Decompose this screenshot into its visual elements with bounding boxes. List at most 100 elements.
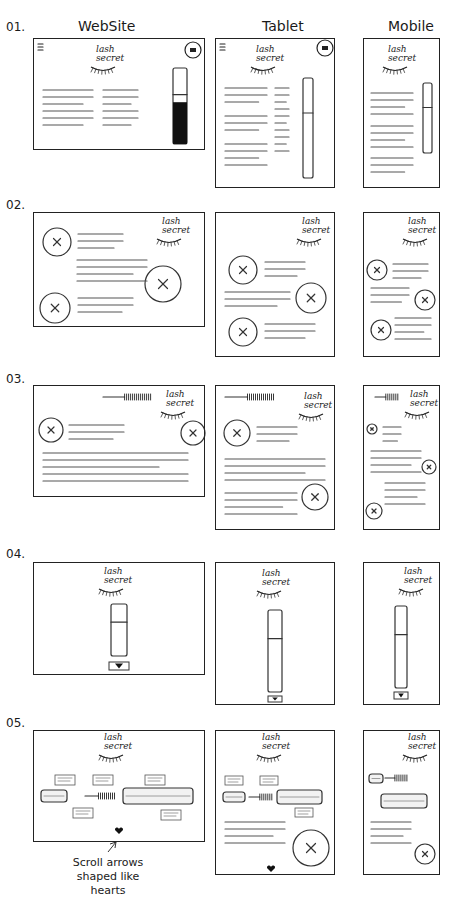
sketch-stroke	[225, 821, 285, 822]
sketch-stroke	[311, 242, 312, 246]
sketch-stroke	[427, 465, 431, 469]
sketch-stroke	[96, 781, 108, 782]
sketch-stroke	[371, 301, 401, 302]
sketch-stroke	[234, 430, 241, 437]
sketch-stroke	[269, 794, 270, 800]
image-placeholder	[366, 503, 382, 519]
sketch-stroke	[225, 479, 325, 480]
sketch-stroke	[267, 758, 268, 762]
sketch-stroke	[372, 778, 380, 779]
sketch-stroke	[43, 124, 83, 125]
row-number: 04.	[6, 547, 25, 561]
sketch-stroke	[259, 794, 260, 800]
leader-arrow	[108, 842, 116, 852]
sketch-stroke	[371, 113, 413, 114]
sketch-stroke	[417, 242, 418, 246]
sketch-stroke	[225, 499, 297, 500]
callout-box	[93, 775, 113, 785]
sketch-stroke	[85, 795, 99, 796]
row-number: 02.	[6, 198, 25, 212]
sketch-stroke	[269, 394, 270, 400]
sketch-stroke	[190, 430, 196, 436]
sketch-stroke	[371, 146, 413, 147]
sketch-stroke	[316, 416, 317, 420]
sketch-stroke	[148, 778, 162, 779]
sketch-stroke	[38, 43, 43, 44]
sketch-stroke	[98, 70, 100, 74]
sketch-stroke	[95, 69, 96, 73]
sketch-stroke	[263, 394, 264, 400]
sketch-stroke	[372, 509, 376, 513]
sketch-stroke	[371, 164, 413, 165]
sketch-stroke	[409, 592, 410, 596]
sketch-stroke	[410, 242, 412, 246]
sketch-stroke	[108, 793, 109, 799]
sketch-stroke	[77, 259, 147, 260]
sketch-stroke	[175, 415, 176, 419]
note: Scroll arrows shaped like hearts	[68, 856, 148, 897]
sketch-stroke	[225, 122, 267, 123]
sketch-stroke	[267, 594, 268, 598]
sketch-stroke	[423, 241, 425, 245]
sketch-stroke	[307, 294, 315, 302]
sketch-stroke	[69, 438, 113, 439]
mascara-tube	[111, 604, 127, 656]
sketch-stroke	[249, 796, 260, 797]
sketch-stroke	[78, 297, 133, 298]
sketch-stroke	[423, 298, 428, 303]
sketch-stroke	[225, 506, 283, 507]
sketch-stroke	[423, 852, 428, 857]
mascara-tube	[423, 83, 432, 153]
sketch-stroke	[297, 240, 299, 244]
image-placeholder	[181, 421, 205, 445]
sketch-stroke	[372, 509, 376, 513]
brand-logo: lash secret	[404, 567, 434, 585]
sketch-stroke	[314, 241, 315, 245]
sketch-stroke	[69, 424, 124, 425]
sketch-stroke	[405, 413, 407, 417]
sketch-stroke	[416, 591, 417, 595]
scroll-button	[109, 662, 129, 670]
sketch-stroke	[255, 394, 256, 400]
sketch-stroke	[265, 323, 315, 324]
sketch-stroke	[275, 129, 289, 130]
sketch-stroke	[271, 594, 272, 598]
sketch-stroke	[225, 842, 285, 843]
sketch-stroke	[43, 96, 93, 97]
sketch-stroke	[395, 338, 431, 339]
sketch-stroke	[371, 294, 409, 295]
sketch-stroke	[415, 415, 416, 419]
sketch-stroke	[303, 112, 313, 113]
sketch-stroke	[225, 94, 267, 95]
sketch-stroke	[103, 110, 138, 111]
sketch-stroke	[277, 593, 279, 597]
callout-box	[295, 808, 313, 817]
sketch-stroke	[113, 758, 114, 762]
sketch-stroke	[389, 394, 390, 400]
sketch-stroke	[255, 69, 256, 73]
sketch-stroke	[126, 394, 127, 400]
sketch-stroke	[307, 242, 308, 246]
callout-box	[260, 776, 278, 785]
sketch-stroke	[313, 417, 314, 421]
sketch-stroke	[383, 68, 385, 72]
sketch-stroke	[273, 394, 274, 400]
sketch-stroke	[280, 797, 319, 798]
sketch-stroke	[116, 757, 117, 761]
sketch-stroke	[275, 122, 286, 123]
sketch-stroke	[43, 480, 188, 481]
sketch-stroke	[420, 241, 421, 245]
mascara-tube	[395, 606, 407, 688]
sketch-stroke	[425, 414, 427, 418]
sketch-stroke	[371, 450, 421, 451]
sketch-stroke	[371, 287, 409, 288]
sketch-stroke	[54, 239, 61, 246]
image-placeholder	[39, 418, 63, 442]
image-placeholder	[229, 318, 257, 346]
sketch-stroke	[69, 431, 124, 432]
sketch-stroke	[167, 242, 168, 246]
sketch-stroke	[228, 779, 240, 780]
sketch-stroke	[371, 125, 413, 126]
sketch-stroke	[38, 46, 43, 47]
sketch-stroke	[77, 273, 133, 274]
